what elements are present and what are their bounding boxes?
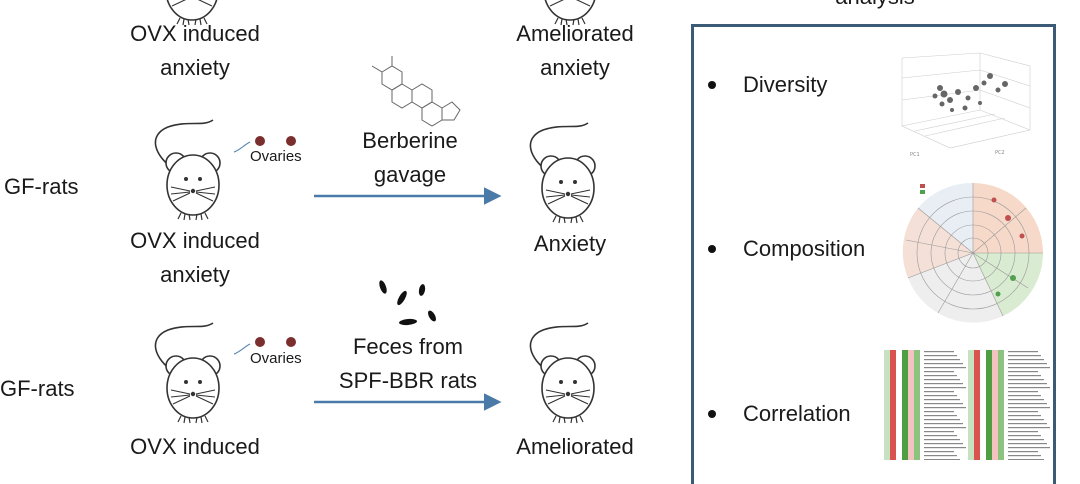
- bullet-dot: [708, 245, 716, 253]
- group-label-row2: GF-rats: [0, 376, 75, 401]
- treatment-label-row1: Berberine gavage: [362, 128, 458, 187]
- diagram-drawings: [153, 0, 598, 424]
- svg-text:PC1: PC1: [910, 152, 920, 158]
- row1-right-caption: Anxiety: [533, 231, 607, 256]
- feces-pellets-icon: [379, 280, 436, 326]
- analysis-item-composition: Composition: [743, 236, 866, 261]
- correlation-heatmap-thumbnail: [884, 350, 1050, 460]
- berberine-molecule-icon: [371, 56, 461, 127]
- diversity-3d-scatter-thumbnail: PC1 PC2: [901, 52, 1031, 158]
- top-left-caption: OVX induced anxiety: [130, 21, 260, 80]
- row2-left-caption: OVX induced: [130, 434, 260, 459]
- analysis-panel: [691, 24, 1056, 484]
- mouse-icon: [154, 119, 221, 221]
- bullet-dot: [708, 410, 716, 418]
- mouse-icon: [529, 322, 596, 424]
- ovaries-label-row2: Ovaries: [250, 350, 302, 367]
- mouse-icon: [154, 322, 221, 424]
- ovaries-label-row1: Ovaries: [250, 148, 302, 165]
- svg-text:PC2: PC2: [995, 150, 1005, 156]
- analysis-item-correlation: Correlation: [743, 401, 851, 426]
- group-label-row1: GF-rats: [4, 174, 79, 199]
- row1-left-caption: OVX induced anxiety: [130, 228, 260, 287]
- mouse-icon: [529, 122, 596, 224]
- treatment-label-row2: Feces from SPF-BBR rats: [338, 334, 478, 393]
- analysis-item-diversity: Diversity: [743, 72, 828, 97]
- composition-cladogram-thumbnail: [902, 182, 1043, 323]
- row2-right-caption: Ameliorated: [516, 434, 634, 459]
- ovaries-marker-row2: [233, 337, 296, 355]
- top-right-caption: Ameliorated anxiety: [516, 21, 634, 80]
- bullet-dot: [708, 81, 716, 89]
- ovaries-marker-row1: [233, 136, 296, 153]
- panel-header: analysis: [800, 0, 950, 14]
